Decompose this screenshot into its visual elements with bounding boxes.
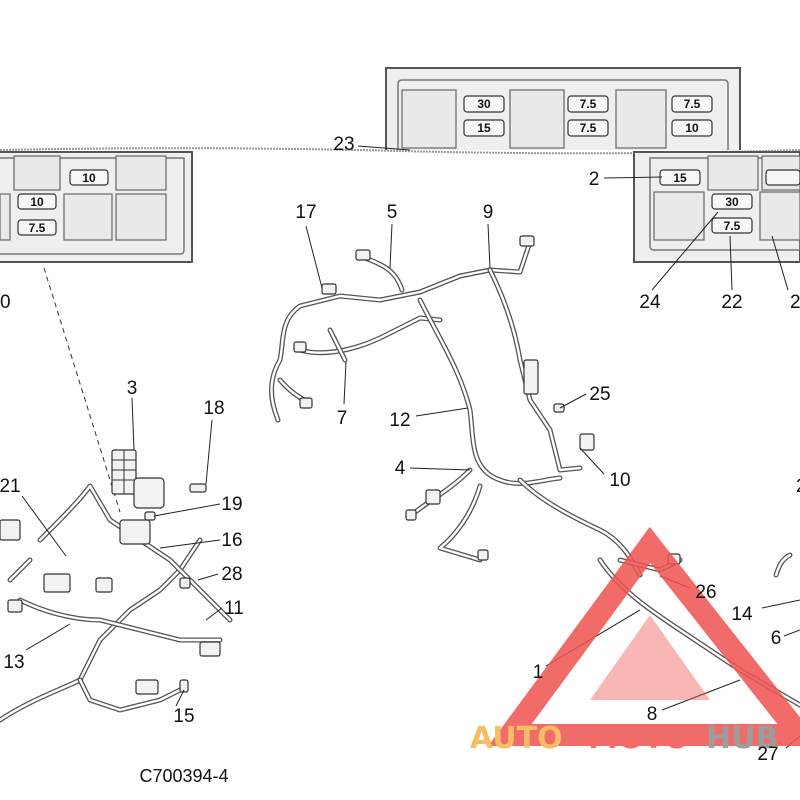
fuse-label: 15 — [477, 121, 491, 135]
callout-25: 25 — [589, 384, 610, 405]
fuse-label: 7.5 — [684, 97, 701, 111]
callout-3: 3 — [127, 378, 138, 399]
callout-8: 8 — [647, 704, 658, 725]
fuse-label: 10 — [30, 195, 44, 209]
callout-15: 15 — [173, 706, 194, 727]
callout-27: 27 — [757, 744, 778, 765]
callout-7: 7 — [337, 408, 348, 429]
watermark-text-hub: HUB — [706, 721, 778, 756]
callout-6: 6 — [771, 628, 782, 649]
callout-10: 10 — [609, 470, 630, 491]
callout-2-right: 2 — [796, 476, 800, 497]
callout-26: 26 — [695, 582, 716, 603]
fuse-label: 30 — [725, 195, 739, 209]
fuse-label: 15 — [673, 171, 687, 185]
fuse-label: 7.5 — [29, 221, 46, 235]
callout-18: 18 — [203, 398, 224, 419]
callout-16: 16 — [221, 530, 242, 551]
callout-labels: 23 2 24 22 20 0 17 5 9 7 12 4 10 25 26 1… — [0, 134, 800, 765]
fuse-box-left: 10 10 7.5 — [0, 151, 193, 263]
fuse-label: 7.5 — [580, 121, 597, 135]
callout-0: 0 — [0, 292, 11, 313]
callout-28: 28 — [221, 564, 242, 585]
fuse-box-center: 30 15 7.5 7.5 7.5 10 — [385, 67, 741, 150]
diagram-reference-code: C700394-4 — [139, 766, 228, 786]
callout-23: 23 — [333, 134, 354, 155]
watermark-text-moto: MOTO — [588, 721, 689, 756]
fuse-label: 7.5 — [724, 219, 741, 233]
callout-21: 21 — [0, 476, 21, 497]
callout-22: 22 — [721, 292, 742, 313]
fuse-label: 10 — [685, 121, 699, 135]
watermark-logo: AUTO MOTO HUB — [470, 526, 800, 756]
callout-9: 9 — [483, 202, 494, 223]
callout-17: 17 — [295, 202, 316, 223]
fuse-box-right: 15 30 7.5 — [633, 151, 800, 263]
callout-5: 5 — [387, 202, 398, 223]
callout-4: 4 — [395, 458, 406, 479]
dashed-leader — [43, 267, 121, 513]
callout-14: 14 — [731, 604, 753, 625]
callout-2: 2 — [589, 169, 600, 190]
watermark-text-auto: AUTO — [470, 721, 563, 756]
callout-12: 12 — [389, 410, 410, 431]
callout-19: 19 — [221, 494, 242, 515]
callout-11: 11 — [224, 598, 244, 619]
fuse-label: 30 — [477, 97, 491, 111]
callout-20: 20 — [790, 292, 800, 313]
callout-13: 13 — [3, 652, 24, 673]
fuse-label: 10 — [82, 171, 96, 185]
callout-24: 24 — [639, 292, 661, 313]
callout-1: 1 — [533, 662, 544, 683]
fuse-label: 7.5 — [580, 97, 597, 111]
upper-harness — [269, 235, 643, 578]
left-harness — [0, 449, 233, 723]
